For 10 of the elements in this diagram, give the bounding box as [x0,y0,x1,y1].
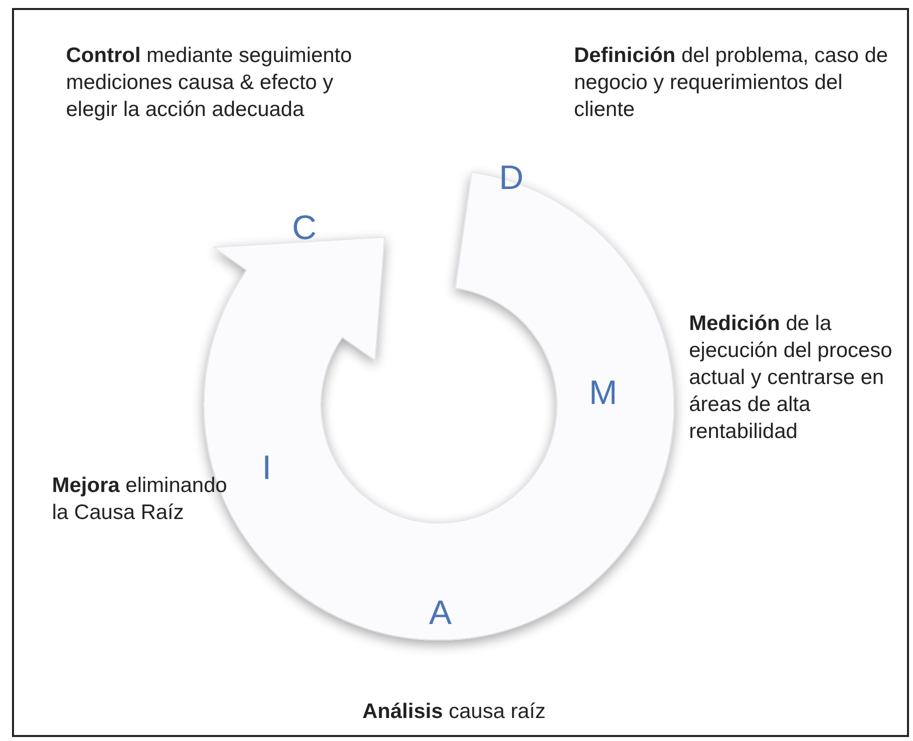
step-letter: C [292,210,317,246]
step-letter: M [589,375,618,411]
step-letter: D [499,160,524,196]
step-description: Medición de la ejecución del proceso actual y centrarse en áreas de alta rentabilidad [689,311,894,445]
step-description: Control mediante seguimiento mediciones causa & efecto y elegir la acción adecuada [66,43,353,123]
step-letter: A [429,595,452,631]
step-letter: I [262,450,272,486]
step-description: Análisis causa raíz [361,699,547,725]
step-description: Definición del problema, caso de negocio y requerimientos del cliente [574,43,889,123]
step-description: Mejora eliminando la Causa Raíz [52,473,228,526]
